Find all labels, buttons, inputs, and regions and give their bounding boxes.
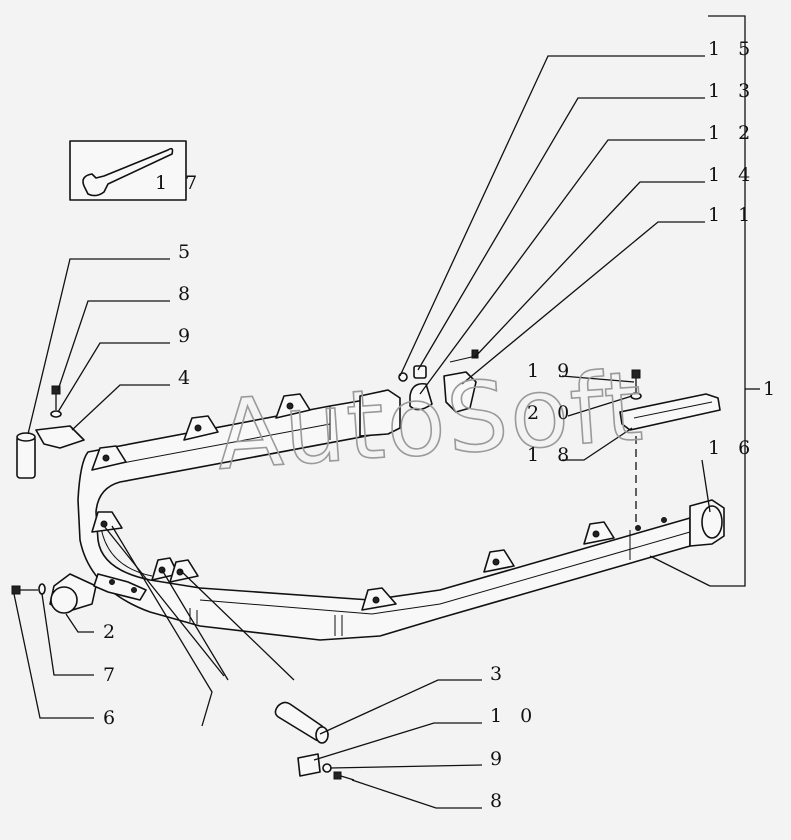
- callout-20: 2 0: [527, 402, 575, 424]
- left-hardware: [11, 385, 147, 614]
- callout-6: 6: [103, 707, 121, 729]
- callout-5: 5: [178, 241, 196, 263]
- watermark: AutoSoft: [213, 350, 648, 492]
- callout-1: 1: [763, 378, 781, 400]
- callout-19: 1 9: [527, 360, 575, 382]
- leader-lines: [13, 15, 760, 809]
- callout-13: 1 3: [708, 80, 756, 102]
- callout-2: 2: [103, 621, 121, 643]
- callout-7: 7: [103, 664, 121, 686]
- callout-15: 1 5: [708, 38, 756, 60]
- callout-8-top: 8: [178, 283, 196, 305]
- callout-14: 1 4: [708, 164, 756, 186]
- callout-3: 3: [490, 663, 508, 685]
- callout-17: 1 7: [155, 172, 203, 194]
- callout-18: 1 8: [527, 444, 575, 466]
- callout-9-bottom: 9: [490, 748, 508, 770]
- callout-4: 4: [178, 367, 196, 389]
- callout-16: 1 6: [708, 437, 756, 459]
- callout-12: 1 2: [708, 122, 756, 144]
- callout-11: 1 1: [708, 204, 756, 226]
- rack-hardware: [619, 369, 721, 522]
- wrench-inset: [69, 140, 187, 201]
- callout-8-bottom: 8: [490, 790, 508, 812]
- callout-labels: 1 5 1 3 1 2 1 4 1 1 1 7 5 8 9 4 1 9 2 0 …: [103, 38, 781, 812]
- main-frame: [77, 389, 725, 641]
- callout-9-top: 9: [178, 325, 196, 347]
- callout-10: 1 0: [490, 705, 538, 727]
- clamp-hardware: [398, 349, 479, 413]
